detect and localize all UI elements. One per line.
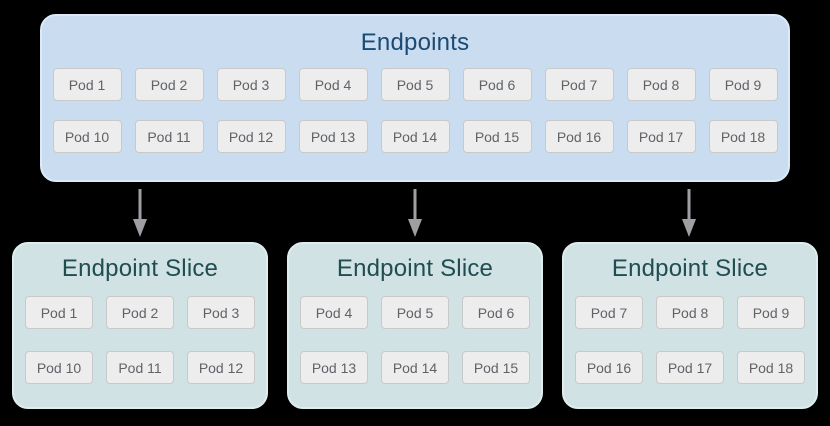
down-arrow-icon bbox=[681, 189, 697, 237]
pod: Pod 12 bbox=[187, 351, 255, 384]
endpoints-box: Endpoints Pod 1 Pod 2 Pod 3 Pod 4 Pod 5 Pod 6… bbox=[40, 14, 790, 182]
slice-3-pod-row-1: Pod 7 Pod 8 Pod 9 bbox=[564, 296, 816, 329]
pod: Pod 4 bbox=[300, 296, 368, 329]
pod: Pod 14 bbox=[380, 120, 450, 153]
pod: Pod 3 bbox=[216, 68, 286, 101]
pod: Pod 3 bbox=[187, 296, 255, 329]
pod: Pod 17 bbox=[626, 120, 696, 153]
down-arrow-icon bbox=[407, 189, 423, 237]
pod: Pod 2 bbox=[134, 68, 204, 101]
pod: Pod 4 bbox=[298, 68, 368, 101]
pod: Pod 16 bbox=[575, 351, 643, 384]
pod: Pod 5 bbox=[380, 68, 450, 101]
slice-2-pod-row-2: Pod 13 Pod 14 Pod 15 bbox=[289, 351, 541, 384]
down-arrow-icon bbox=[132, 189, 148, 237]
pod: Pod 15 bbox=[462, 351, 530, 384]
endpoint-slice-title: Endpoint Slice bbox=[61, 255, 219, 282]
pod: Pod 16 bbox=[544, 120, 614, 153]
pod: Pod 15 bbox=[462, 120, 532, 153]
pod: Pod 7 bbox=[575, 296, 643, 329]
pod: Pod 14 bbox=[381, 351, 449, 384]
pod: Pod 13 bbox=[300, 351, 368, 384]
pod: Pod 18 bbox=[737, 351, 805, 384]
slice-1-pod-row-2: Pod 10 Pod 11 Pod 12 bbox=[14, 351, 266, 384]
pod: Pod 8 bbox=[626, 68, 696, 101]
pod: Pod 1 bbox=[25, 296, 93, 329]
pod: Pod 12 bbox=[216, 120, 286, 153]
slice-2-pod-row-1: Pod 4 Pod 5 Pod 6 bbox=[289, 296, 541, 329]
pod: Pod 10 bbox=[52, 120, 122, 153]
endpoints-pod-row-1: Pod 1 Pod 2 Pod 3 Pod 4 Pod 5 Pod 6 Pod 7 Pod 8… bbox=[42, 68, 788, 101]
endpoint-slice-title: Endpoint Slice bbox=[611, 255, 769, 282]
endpoint-slice-title: Endpoint Slice bbox=[336, 255, 494, 282]
slice-1-pod-row-1: Pod 1 Pod 2 Pod 3 bbox=[14, 296, 266, 329]
pod: Pod 8 bbox=[656, 296, 724, 329]
endpoints-title: Endpoints bbox=[360, 29, 470, 56]
pod: Pod 7 bbox=[544, 68, 614, 101]
slice-3-pod-row-2: Pod 16 Pod 17 Pod 18 bbox=[564, 351, 816, 384]
pod: Pod 18 bbox=[708, 120, 778, 153]
pod: Pod 2 bbox=[106, 296, 174, 329]
pod: Pod 11 bbox=[134, 120, 204, 153]
pod: Pod 6 bbox=[462, 296, 530, 329]
pod: Pod 9 bbox=[737, 296, 805, 329]
pod: Pod 11 bbox=[106, 351, 174, 384]
pod: Pod 1 bbox=[52, 68, 122, 101]
pod: Pod 9 bbox=[708, 68, 778, 101]
pod: Pod 10 bbox=[25, 351, 93, 384]
endpoints-pod-row-2: Pod 10 Pod 11 Pod 12 Pod 13 Pod 14 Pod 15 Pod … bbox=[42, 120, 788, 153]
pod: Pod 5 bbox=[381, 296, 449, 329]
pod: Pod 17 bbox=[656, 351, 724, 384]
pod: Pod 6 bbox=[462, 68, 532, 101]
pod: Pod 13 bbox=[298, 120, 368, 153]
